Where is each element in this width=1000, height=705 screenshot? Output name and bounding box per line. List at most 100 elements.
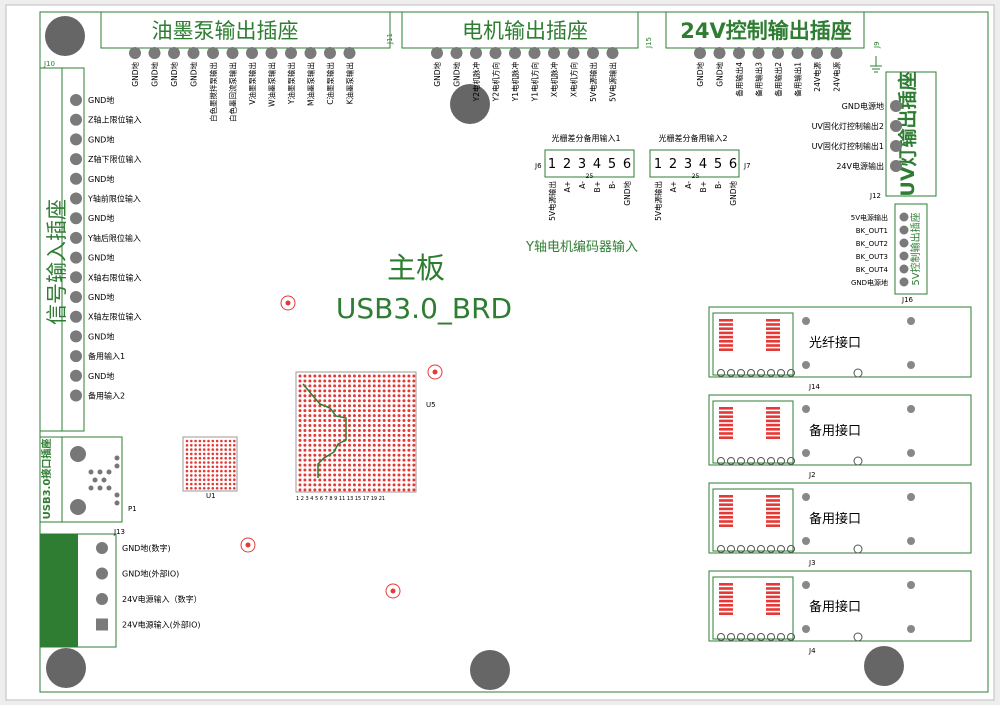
pin-pad — [587, 47, 599, 59]
bga-ball — [352, 409, 356, 413]
bga-ball — [343, 488, 347, 492]
bga-ball — [338, 453, 342, 457]
bga-ball — [362, 488, 366, 492]
bga-ball — [362, 374, 366, 378]
bga-ball — [333, 374, 337, 378]
bga-ball — [402, 424, 406, 427]
bga-ball — [211, 474, 215, 477]
pin-pad — [528, 47, 541, 59]
bga-ball — [303, 409, 307, 413]
power-title: 24V电源输入插座 — [40, 541, 55, 639]
bga-ball — [215, 439, 219, 443]
pin-pad — [265, 47, 278, 59]
bga-ball — [185, 482, 189, 486]
bga-ball — [233, 474, 236, 477]
pin-pad — [70, 133, 82, 146]
bga-ball — [220, 474, 223, 477]
pin-pad — [470, 47, 482, 59]
bga-ball — [367, 473, 371, 477]
bga-ball — [407, 473, 411, 477]
pin-pad — [752, 47, 765, 59]
bga-ball — [348, 488, 351, 492]
bga-ball — [387, 488, 391, 492]
bga-ball — [352, 379, 356, 383]
bga-ball — [313, 443, 317, 447]
bga-ball — [412, 394, 416, 398]
bga-ball — [382, 443, 386, 447]
bga-ball — [313, 428, 317, 432]
bga-ball — [328, 428, 332, 432]
bga-ball — [372, 478, 376, 482]
encoder-pin-number: 2 — [669, 157, 677, 172]
bga-ball — [308, 374, 312, 378]
bga-ball — [303, 448, 307, 452]
fiducials — [240, 295, 443, 599]
bga-ball — [211, 452, 215, 456]
bga-ball — [362, 404, 366, 408]
bga-ball — [323, 488, 327, 492]
pin-pad — [509, 47, 521, 59]
power-connector: 24V电源输入插座 J13 GND地(数字)GND地(外部IO)24V电源输入（… — [39, 528, 202, 648]
bga-ball — [333, 409, 337, 413]
pin-label: X轴右限位输入 — [88, 272, 141, 282]
ink-pump-ref: J11 — [386, 33, 394, 45]
pin-label: UV固化灯控制输出2 — [812, 121, 884, 131]
bga-ball — [352, 443, 356, 447]
bga-ball — [323, 419, 327, 423]
bga-ball — [372, 409, 376, 413]
bga-ball — [308, 414, 312, 418]
bga-ball — [338, 448, 342, 452]
bga-ball — [357, 473, 361, 477]
bga-ball — [348, 483, 351, 487]
ink-pump-housing — [100, 11, 391, 49]
bga-ball — [323, 473, 327, 477]
bga-ball — [303, 414, 307, 418]
bga-ball — [298, 463, 302, 467]
bga-ball — [308, 384, 312, 388]
pin-label: 5V电源输出 — [608, 62, 618, 102]
pin-label: GND地 — [715, 62, 725, 87]
bga-ball — [224, 487, 227, 490]
bga-ball — [392, 473, 396, 477]
bga-ball — [215, 469, 219, 473]
bga-ball — [338, 433, 342, 437]
bga-ball — [402, 374, 406, 378]
bga-ball — [343, 384, 347, 388]
bga-ball — [318, 443, 322, 447]
bga-ball — [333, 424, 337, 427]
bga-ball — [343, 409, 347, 413]
pin-pad — [890, 160, 902, 172]
bga-ball — [338, 458, 342, 462]
bga-ball — [397, 394, 401, 398]
bga-ball — [194, 461, 197, 464]
bga-ball — [397, 448, 401, 452]
bga-ball — [298, 478, 302, 482]
bga-ball — [372, 448, 376, 452]
bga-ball — [352, 433, 356, 437]
bga-ball — [372, 483, 376, 487]
power-ref: J13 — [113, 528, 125, 536]
bga-ball — [198, 469, 202, 473]
bga-ball — [407, 443, 411, 447]
bga-ball — [372, 468, 376, 472]
pin-pad — [899, 277, 909, 287]
bga-ball — [377, 463, 381, 467]
encoder-pin-number: 6 — [623, 157, 631, 172]
bga-ball — [362, 389, 366, 393]
bga-ball — [348, 414, 351, 418]
bga-ball — [412, 399, 416, 403]
bga-ball — [228, 452, 232, 456]
pin-label: 备用输出1 — [793, 62, 803, 97]
signal-pins — [70, 94, 82, 402]
bga-ball — [211, 439, 215, 443]
bga-ball — [194, 478, 197, 482]
bga-ball — [343, 483, 347, 487]
bga-ball — [318, 389, 322, 393]
pin-label: GND地 — [88, 331, 114, 341]
bga-ball — [313, 438, 317, 442]
bga-ball — [202, 474, 206, 477]
bga-ball — [402, 409, 406, 413]
bga-ball — [387, 424, 391, 427]
